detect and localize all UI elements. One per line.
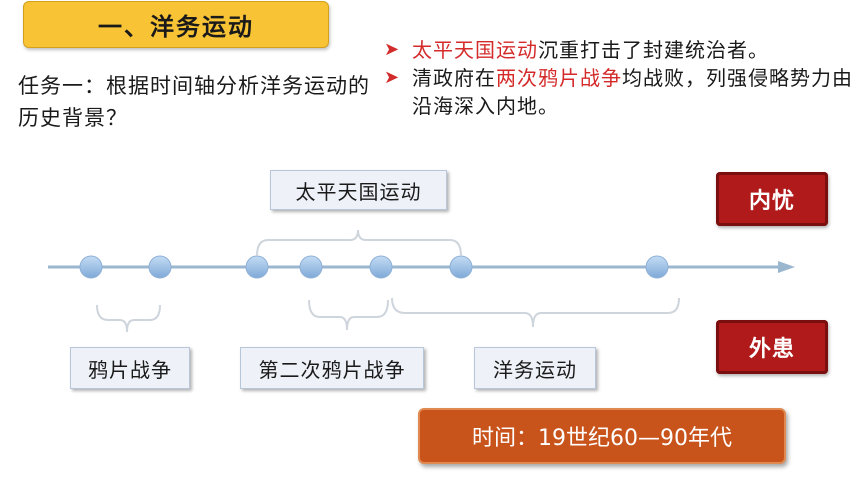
internal-trouble-stamp: 内忧 [716, 172, 828, 226]
timeline-arrowhead [778, 261, 795, 273]
opium2-brace [308, 299, 389, 331]
bullet-text-before: 清政府在 [412, 66, 496, 90]
bullet-item: ➤ 太平天国运动沉重打击了封建统治者。 [384, 36, 854, 64]
taiping-label: 太平天国运动 [270, 170, 447, 210]
time-range-box: 时间：19世纪60—90年代 [418, 408, 786, 464]
section-title: 一、洋务运动 [23, 1, 329, 48]
bullet-highlight: 两次鸦片战争 [496, 66, 622, 90]
timeline-node [79, 255, 103, 279]
opium-war-2-label: 第二次鸦片战争 [240, 347, 424, 389]
taiping-brace [256, 229, 462, 257]
bullet-text-after: 沉重打击了封建统治者。 [538, 38, 769, 62]
timeline-node [369, 255, 393, 279]
bullet-item: ➤ 清政府在两次鸦片战争均战败，列强侵略势力由沿海深入内地。 [384, 64, 854, 120]
timeline-node [299, 255, 323, 279]
westernization-label: 洋务运动 [474, 347, 596, 389]
arrow-bullet-icon: ➤ [384, 39, 400, 60]
bullet-text-after: 均战败，列强侵略势力由沿海深入内地。 [412, 66, 853, 118]
timeline-node [645, 255, 669, 279]
external-threat-stamp: 外患 [716, 320, 828, 374]
timeline-nodes [79, 255, 669, 279]
timeline-node [449, 255, 473, 279]
timeline-node [148, 255, 172, 279]
arrow-bullet-icon: ➤ [384, 67, 400, 88]
opium1-brace [96, 304, 161, 333]
timeline-node [245, 255, 269, 279]
bullet-highlight: 太平天国运动 [412, 38, 538, 62]
task-prompt: 任务一：根据时间轴分析洋务运动的历史背景？ [18, 74, 370, 130]
background-bullets: ➤ 太平天国运动沉重打击了封建统治者。 ➤ 清政府在两次鸦片战争均战败，列强侵略… [384, 36, 854, 120]
opium-war-1-label: 鸦片战争 [70, 347, 190, 389]
westernization-brace [391, 297, 680, 328]
